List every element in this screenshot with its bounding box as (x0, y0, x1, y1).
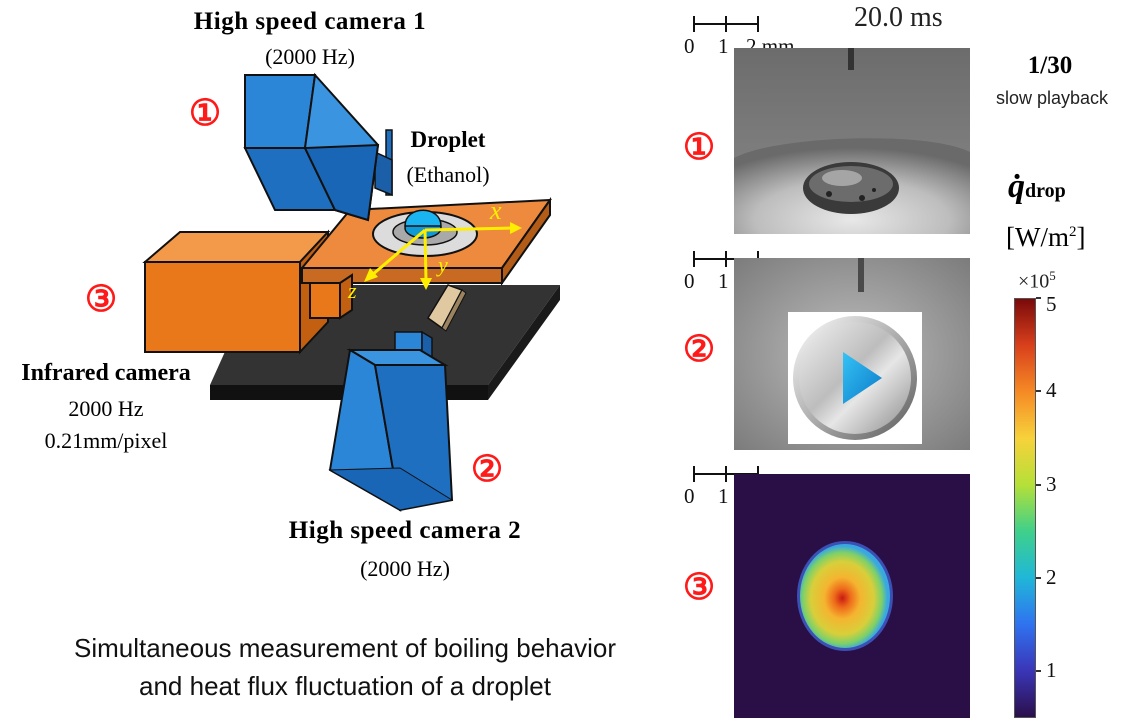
panel-3-marker: ③ (682, 566, 716, 607)
colorbar-gradient (1014, 298, 1036, 718)
high-speed-camera-1-body (243, 72, 393, 222)
colorbar-tick-2 (1036, 577, 1041, 579)
camera1-title: High speed camera 1 (193, 8, 427, 35)
axis-x-label: x (490, 196, 502, 225)
caption-line-2: and heat flux fluctuation of a droplet (139, 671, 551, 701)
scale-tick-0-p1: 0 (684, 34, 695, 58)
camera3-marker: ③ (84, 278, 118, 319)
scale-tick-1-p2: 1 (718, 269, 729, 293)
heat-flux-panel (734, 474, 970, 718)
panel-2-marker: ② (682, 328, 716, 369)
mirror-element (426, 284, 467, 332)
playback-label: slow playback (995, 88, 1109, 108)
colorbar-quantity: q̇drop (1008, 168, 1066, 206)
timestamp: 20.0 ms (854, 2, 943, 33)
video-player[interactable]: 20.0 ms 1/30 slow playback 0 1 2 mm ① (660, 0, 1128, 720)
high-speed-camera-2-body (328, 330, 454, 512)
colorbar-unit-sup: 2 (1068, 224, 1077, 240)
colorbar-tick-label-5: 5 (1046, 292, 1057, 316)
camera1-marker: ① (188, 92, 222, 133)
colorbar-tick-3 (1036, 483, 1041, 486)
colorbar-ticks: 1 2 3 4 5 (1036, 292, 1080, 718)
droplet-subtitle: (Ethanol) (406, 162, 490, 187)
colorbar-tick-label-4: 4 (1046, 378, 1057, 403)
camera2-rate: (2000 Hz) (360, 556, 450, 581)
colorbar-unit: [W/m2] (1006, 222, 1085, 253)
scale-tick-1-p1: 1 (718, 34, 729, 58)
video-panel-1 (734, 48, 970, 234)
camera1-rate: (2000 Hz) (265, 44, 355, 69)
heat-flux-map (734, 474, 970, 718)
scale-tick-1-p3: 1 (718, 484, 729, 508)
colorbar-subscript: drop (1025, 180, 1066, 202)
camera2-marker: ② (470, 448, 504, 489)
droplet-side-view (734, 48, 970, 234)
colorbar-tick-label-3: 3 (1046, 471, 1057, 496)
colorbar-unit-open: [W/m (1006, 222, 1069, 252)
colorbar-unit-close: ] (1076, 222, 1086, 252)
colorbar-tick-1 (1036, 670, 1041, 673)
colorbar-tick-5 (1036, 297, 1041, 299)
apparatus-diagram: High speed camera 1 (2000 Hz) ① Droplet … (0, 0, 650, 600)
video-panel-2 (734, 258, 970, 450)
playback-ratio: 1/30 (1027, 52, 1073, 79)
droplet-shape (404, 209, 442, 239)
colorbar-multiplier: ×105 (1018, 268, 1056, 294)
apparatus-illustration (142, 72, 560, 512)
scale-tick-0-p2: 0 (684, 269, 695, 293)
colorbar-multiplier-base: ×10 (1018, 270, 1050, 293)
camera2-title: High speed camera 2 (288, 517, 522, 544)
scale-bar-1 (688, 10, 778, 40)
axis-y-label: y (438, 252, 448, 277)
play-icon (793, 316, 917, 440)
play-button[interactable] (788, 312, 922, 444)
panel-1-marker: ① (682, 126, 716, 167)
colorbar-symbol: q̇ (1008, 168, 1025, 205)
caption-line-1: Simultaneous measurement of boiling beha… (74, 633, 616, 663)
camera3-rate: 2000 Hz (68, 396, 144, 421)
axis-z-label: z (348, 278, 357, 303)
colorbar-tick-4 (1036, 390, 1041, 393)
droplet-title: Droplet (410, 127, 486, 152)
coordinate-axes (364, 222, 522, 290)
scale-tick-0-p3: 0 (684, 484, 695, 508)
camera3-resolution: 0.21mm/pixel (44, 428, 168, 453)
colorbar-tick-label-2: 2 (1046, 565, 1057, 589)
infrared-camera-body (142, 229, 331, 355)
camera3-title: Infrared camera (21, 360, 191, 386)
colorbar-tick-label-1: 1 (1046, 658, 1057, 683)
colorbar-multiplier-exp: 5 (1049, 268, 1056, 283)
